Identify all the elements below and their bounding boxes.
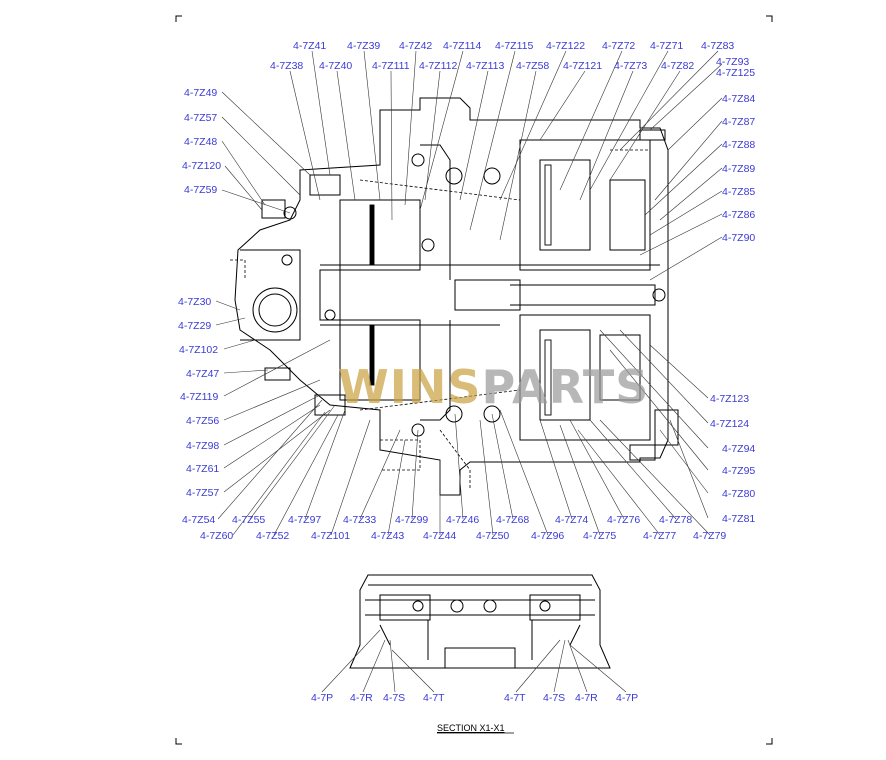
part-label: 4-7Z52 [256, 530, 290, 542]
hidden-lines [230, 149, 650, 490]
part-label: 4-7Z79 [693, 530, 727, 542]
part-label: 4-7Z33 [343, 514, 377, 526]
part-label: 4-7Z43 [371, 530, 405, 542]
hatching [369, 164, 552, 416]
part-label: 4-7Z99 [395, 514, 429, 526]
part-label: 4-7Z115 [495, 40, 534, 52]
part-label: 4-7Z42 [399, 40, 433, 52]
part-label: 4-7Z41 [293, 40, 327, 52]
part-label: 4-7Z77 [643, 530, 677, 542]
part-label: 4-7Z73 [614, 60, 648, 72]
part-label: 4-7Z87 [722, 116, 756, 128]
part-label: 4-7Z88 [722, 139, 756, 151]
part-label: 4-7Z48 [184, 136, 218, 148]
part-label: 4-7Z85 [722, 186, 756, 198]
part-label: 4-7Z84 [722, 93, 756, 105]
section-part-label: 4-7S [543, 692, 566, 704]
part-label: 4-7Z124 [710, 418, 750, 430]
part-label: 4-7Z38 [270, 60, 304, 72]
part-label: 4-7Z123 [710, 393, 750, 405]
part-label: 4-7Z55 [232, 514, 266, 526]
part-label: 4-7Z30 [178, 296, 212, 308]
part-label: 4-7Z111 [372, 60, 410, 72]
part-label: 4-7Z54 [182, 514, 216, 526]
section-part-label: 4-7T [504, 692, 526, 704]
part-label: 4-7Z86 [722, 209, 756, 221]
section-part-label: 4-7R [575, 692, 598, 704]
part-label: 4-7Z75 [583, 530, 617, 542]
part-label: 4-7Z114 [443, 40, 482, 52]
watermark-part1: WINS [338, 360, 482, 414]
part-label: 4-7Z72 [602, 40, 636, 52]
watermark: WINSPARTS [338, 360, 649, 414]
part-label: 4-7Z125 [716, 67, 756, 79]
part-label: 4-7Z93 [716, 56, 750, 68]
watermark-part2: PARTS [481, 360, 650, 414]
part-label: 4-7Z97 [288, 514, 322, 526]
part-label: 4-7Z57 [184, 112, 218, 124]
part-label: 4-7Z57 [186, 487, 220, 499]
part-label: 4-7Z122 [546, 40, 586, 52]
part-label: 4-7Z96 [531, 530, 565, 542]
part-label: 4-7Z47 [186, 368, 220, 380]
part-label: 4-7Z82 [661, 60, 695, 72]
part-label: 4-7Z83 [701, 40, 735, 52]
part-label: 4-7Z112 [419, 60, 458, 72]
part-label: 4-7Z56 [186, 415, 220, 427]
motor-cross-section [234, 97, 679, 496]
part-label: 4-7Z94 [722, 443, 756, 455]
part-label: 4-7Z81 [722, 513, 756, 525]
leader-lines [215, 50, 723, 536]
part-label: 4-7Z98 [186, 440, 220, 452]
section-title: SECTION X1-X1 [437, 723, 505, 733]
part-label: 4-7Z71 [650, 40, 684, 52]
part-label: 4-7Z74 [555, 514, 589, 526]
part-label: 4-7Z60 [200, 530, 234, 542]
part-label: 4-7Z80 [722, 488, 756, 500]
section-view [349, 574, 611, 669]
part-label: 4-7Z58 [516, 60, 550, 72]
part-label: 4-7Z119 [180, 391, 219, 403]
section-leaders [321, 629, 627, 693]
part-label: 4-7Z59 [184, 184, 218, 196]
part-label: 4-7Z40 [319, 60, 353, 72]
part-label: 4-7Z61 [186, 463, 220, 475]
part-label: 4-7Z46 [446, 514, 480, 526]
part-label: 4-7Z49 [184, 87, 218, 99]
part-label: 4-7Z50 [476, 530, 510, 542]
part-label: 4-7Z121 [563, 60, 603, 72]
part-label: 4-7Z89 [722, 163, 756, 175]
part-label: 4-7Z39 [347, 40, 381, 52]
part-label: 4-7Z95 [722, 465, 756, 477]
part-label: 4-7Z113 [466, 60, 505, 72]
section-part-label: 4-7P [311, 692, 334, 704]
part-label: 4-7Z102 [179, 344, 219, 356]
part-label: 4-7Z76 [607, 514, 641, 526]
part-label: 4-7Z29 [178, 320, 212, 332]
part-label: 4-7Z90 [722, 232, 756, 244]
section-part-label: 4-7R [350, 692, 373, 704]
part-label: 4-7Z101 [311, 530, 351, 542]
section-part-label: 4-7T [423, 692, 445, 704]
part-label: 4-7Z120 [182, 160, 222, 172]
part-label: 4-7Z78 [659, 514, 693, 526]
corner-marks [175, 15, 773, 745]
section-part-label: 4-7P [616, 692, 639, 704]
section-part-label: 4-7S [383, 692, 406, 704]
part-label: 4-7Z44 [423, 530, 457, 542]
part-label: 4-7Z68 [496, 514, 530, 526]
